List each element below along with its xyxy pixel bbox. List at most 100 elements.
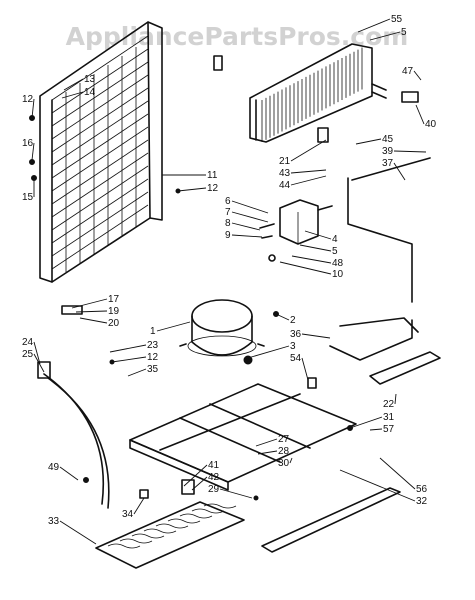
- callout-c9: 9: [225, 230, 231, 241]
- grille-bar: [51, 152, 149, 218]
- callout-c16: 16: [22, 138, 34, 149]
- callout-c19: 19: [108, 306, 120, 317]
- callout-c10: 10: [332, 269, 344, 280]
- leader-line-c31: [349, 416, 383, 429]
- callout-c30: 30: [278, 458, 290, 469]
- hardware-parts: [29, 55, 419, 501]
- condenser-coil: [249, 43, 387, 143]
- callout-c12a: 12: [22, 94, 34, 105]
- callout-c15: 15: [22, 192, 34, 203]
- callout-c22: 22: [383, 399, 395, 410]
- callout-c49: 49: [48, 462, 60, 473]
- grille-bar: [51, 35, 149, 101]
- callout-c47: 47: [402, 66, 414, 77]
- base-frame: [129, 383, 357, 491]
- callout-c17: 17: [108, 294, 120, 305]
- callout-c56: 56: [416, 484, 428, 495]
- leader-line-c42: [191, 476, 208, 491]
- compressor: [179, 299, 265, 357]
- leader-line-c7: [231, 211, 269, 223]
- grille-bar: [51, 61, 149, 127]
- drain-rail: [261, 351, 441, 553]
- callout-c48: 48: [332, 258, 344, 269]
- leader-line-c54: [301, 357, 309, 381]
- leader-line-c28: [257, 450, 278, 455]
- evaporator-loop: [191, 508, 225, 514]
- callout-c34: 34: [122, 509, 134, 520]
- tubing: [329, 157, 431, 361]
- leader-line-c20: [79, 317, 108, 324]
- leader-line-c57: [369, 428, 383, 431]
- leader-line-c3: [247, 345, 290, 359]
- callout-c7: 7: [225, 207, 231, 218]
- leader-line-c13: [63, 78, 84, 91]
- leader-line-c37: [393, 162, 406, 181]
- callout-c55: 55: [391, 14, 403, 25]
- grille-bar: [51, 178, 149, 244]
- leader-line-c16: [31, 142, 35, 161]
- leader-line-c6: [231, 200, 269, 214]
- callout-c43: 43: [279, 168, 291, 179]
- leader-line-c12b: [177, 187, 207, 192]
- callout-c12c: 12: [147, 352, 159, 363]
- leader-line-c49: [59, 466, 79, 481]
- leader-line-c48: [291, 255, 332, 264]
- evaporator-loop: [203, 503, 237, 509]
- leader-line-c40: [415, 104, 425, 125]
- callout-c5: 5: [401, 27, 407, 38]
- callout-c40: 40: [425, 119, 437, 130]
- callout-c45: 45: [382, 134, 394, 145]
- callout-leaders: [31, 18, 427, 545]
- callout-c25: 25: [22, 349, 34, 360]
- leader-line-c12a: [31, 98, 35, 119]
- grille-bar: [51, 139, 149, 205]
- callout-c35: 35: [147, 364, 159, 375]
- leader-line-c39: [393, 150, 427, 153]
- callout-c21: 21: [279, 156, 291, 167]
- callout-c37: 37: [382, 158, 394, 169]
- leader-line-c44: [290, 175, 327, 186]
- callout-c24: 24: [22, 337, 34, 348]
- grille-bar: [51, 204, 149, 270]
- leader-line-c17: [71, 298, 108, 309]
- grille-bar: [51, 87, 149, 153]
- leader-line-c5: [369, 31, 401, 41]
- grille-bar: [51, 48, 149, 114]
- grille-bar: [51, 126, 149, 192]
- callout-c3: 3: [290, 341, 296, 352]
- leader-line-c14: [61, 91, 84, 99]
- callout-c31: 31: [383, 412, 395, 423]
- leader-line-c56: [379, 457, 416, 490]
- power-cord: [43, 373, 110, 509]
- grille-bar: [51, 74, 149, 140]
- evaporator-loop: [179, 513, 213, 519]
- leader-line-c47: [413, 70, 422, 81]
- leader-line-c33: [59, 520, 97, 545]
- callout-c44: 44: [279, 180, 291, 191]
- callout-c13: 13: [84, 74, 96, 85]
- callout-c32: 32: [416, 496, 428, 507]
- grille-bar: [51, 113, 149, 179]
- leader-line-c12c: [111, 356, 147, 363]
- leader-line-c34: [133, 497, 145, 515]
- callout-c33: 33: [48, 516, 60, 527]
- leader-line-c55: [357, 18, 391, 33]
- callout-c57: 57: [383, 424, 395, 435]
- callout-c6: 6: [225, 196, 231, 207]
- leader-line-c25: [33, 353, 45, 373]
- callout-c11: 11: [207, 170, 218, 181]
- evaporator-loop: [155, 523, 189, 529]
- callout-c27: 27: [278, 434, 290, 445]
- grille-bar: [51, 100, 149, 166]
- callout-c23: 23: [147, 340, 159, 351]
- callout-c41: 41: [208, 460, 220, 471]
- callout-c2: 2: [290, 315, 296, 326]
- callout-c42: 42: [208, 472, 220, 483]
- leader-line-c2: [275, 313, 290, 321]
- leader-line-c32: [339, 469, 416, 502]
- leader-line-c19: [75, 310, 108, 313]
- callout-c28: 28: [278, 446, 290, 457]
- leader-line-c30: [289, 457, 293, 464]
- evaporator-loop: [107, 543, 141, 549]
